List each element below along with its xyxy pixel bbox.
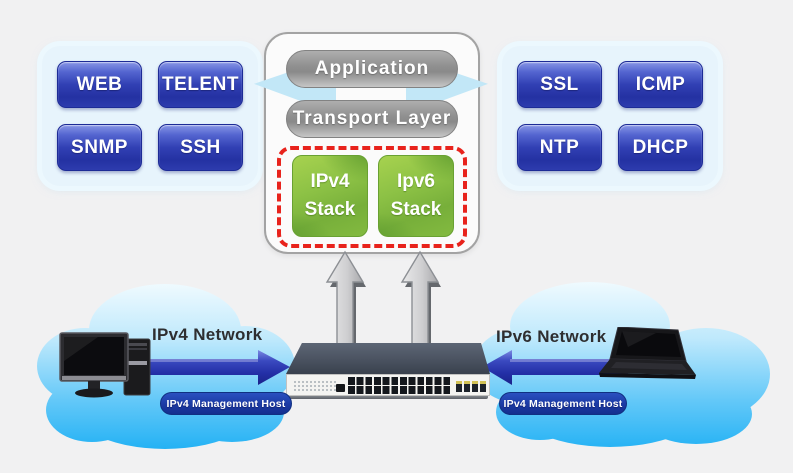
ipv4-stack-block: IPv4 Stack [292,155,368,237]
ipv4-stack-line1: IPv4 [310,171,350,193]
protocol-ssh: SSH [158,124,243,171]
protocol-snmp: SNMP [57,124,142,171]
up-arrow-ipv4 [325,250,366,352]
ipv6-stack-line1: Ipv6 [396,171,436,193]
ipv6-network-label: IPv6 Network [496,327,607,346]
protocol-telnet: TELENT [158,61,243,108]
desktop-computer [59,332,151,398]
ipv4-network-arrow [140,350,290,385]
switch-front-panel [286,374,490,396]
protocol-web: WEB [57,61,142,108]
dual-stack-highlight-box [277,146,467,248]
protocol-icmp: ICMP [618,61,703,108]
protocol-ntp: NTP [517,124,602,171]
ipv6-protocols-panel: SSL ICMP NTP DHCP [502,46,718,186]
ipv6-stack-block: Ipv6 Stack [378,155,454,237]
ipv6-stack-line2: Stack [390,199,442,220]
transport-layer: Transport Layer [286,100,458,138]
switch-to-stack-arrows [325,250,441,352]
ipv4-management-host-badge-left: IPv4 Management Host [160,392,292,415]
ipv4-stack-line2: Stack [304,199,356,220]
protocol-ssl: SSL [517,61,602,108]
laptop-computer [599,327,696,379]
switch-sfp-ports [456,381,487,392]
switch-rj45-ports-row2 [348,386,452,394]
ipv6-network-arrow [482,350,628,385]
ipv4-network-label: IPv4 Network [152,325,263,344]
ipv4-protocols-panel: WEB TELENT SNMP SSH [42,46,258,186]
ethernet-switch [286,343,490,400]
switch-led-grid [293,380,337,392]
switch-console-port [336,384,345,392]
protocol-dhcp: DHCP [618,124,703,171]
switch-top-panel [286,343,490,374]
ipv4-management-host-badge-right: IPv4 Management Host [499,392,627,415]
switch-base-edge [288,396,488,399]
switch-rj45-ports-row1 [348,377,452,385]
application-layer: Application [286,50,458,88]
up-arrow-ipv6 [400,250,441,352]
